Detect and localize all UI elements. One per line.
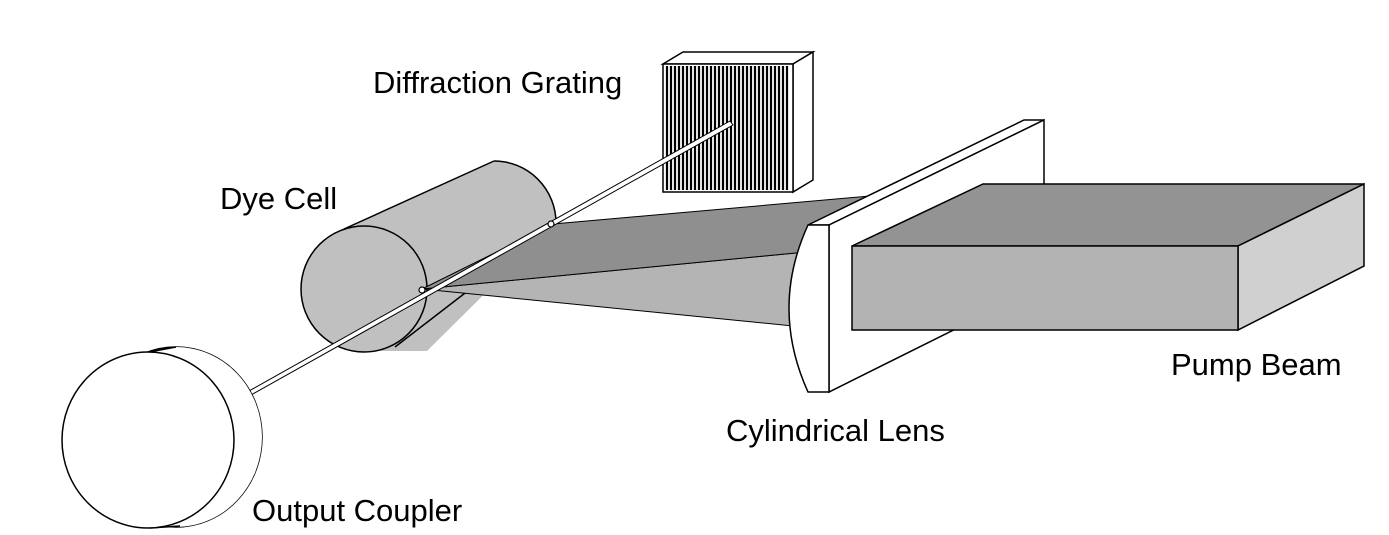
grating-rulings bbox=[665, 66, 789, 190]
pump-beam-block bbox=[851, 182, 1365, 332]
dye-cell-back-arc bbox=[493, 160, 557, 224]
grating-top-face bbox=[660, 51, 816, 65]
output-coupler-front bbox=[61, 351, 235, 529]
grating-side-face bbox=[792, 50, 814, 194]
diffraction-grating bbox=[660, 50, 816, 194]
beam-point-front bbox=[418, 286, 426, 294]
label-cylindrical-lens: Cylindrical Lens bbox=[726, 413, 945, 448]
pump-beam-front-face bbox=[851, 245, 1239, 331]
label-pump-beam: Pump Beam bbox=[1171, 347, 1342, 382]
dye-cell-front-face bbox=[300, 225, 428, 353]
beam-point-back bbox=[547, 220, 555, 228]
output-coupler bbox=[61, 346, 263, 529]
dye-cell bbox=[300, 160, 557, 353]
label-output-coupler: Output Coupler bbox=[252, 493, 462, 528]
lens-curved-face bbox=[788, 224, 830, 393]
label-dye-cell: Dye Cell bbox=[220, 181, 337, 216]
dye-cell-top-edge bbox=[343, 160, 495, 230]
label-diffraction-grating: Diffraction Grating bbox=[373, 65, 622, 100]
